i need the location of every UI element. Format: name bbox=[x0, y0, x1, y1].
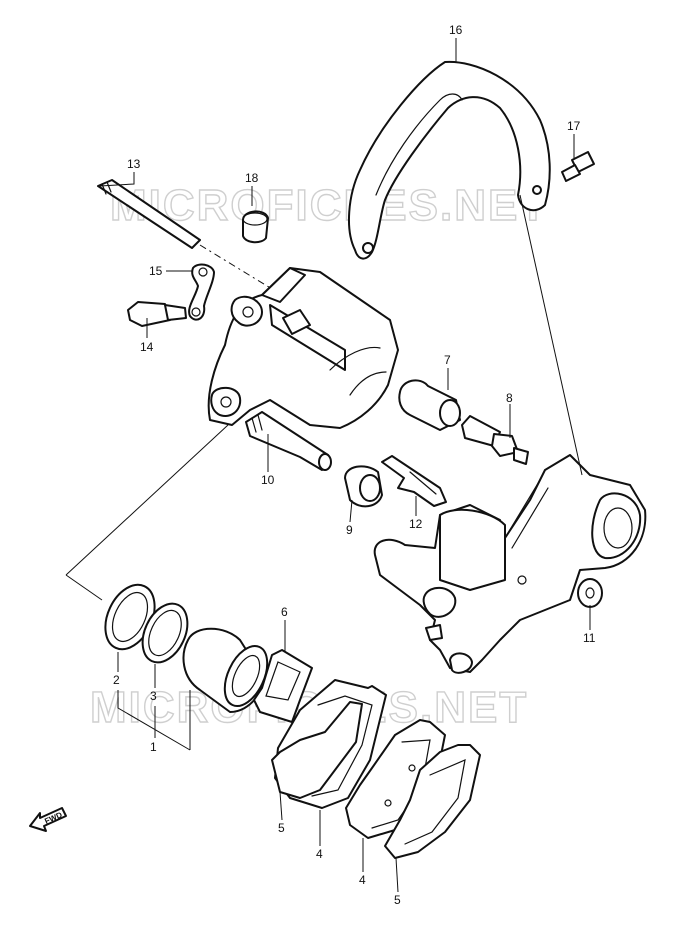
callout-9: 9 bbox=[346, 523, 353, 537]
callout-11: 11 bbox=[583, 631, 596, 645]
leader-lines bbox=[99, 38, 591, 893]
callout-6: 6 bbox=[281, 605, 288, 619]
part-16-bracket bbox=[347, 60, 551, 260]
callout-4a: 4 bbox=[316, 847, 323, 861]
part-18-cap bbox=[242, 210, 269, 244]
part-9-grommet bbox=[344, 465, 383, 508]
seal-to-caliper-line bbox=[65, 424, 229, 576]
callout-7: 7 bbox=[444, 353, 451, 367]
watermark-top: MICROFICHES.NET bbox=[110, 181, 548, 230]
piston bbox=[182, 627, 269, 713]
callout-5b: 5 bbox=[394, 893, 401, 907]
callout-14: 14 bbox=[140, 340, 154, 354]
fwd-label: FWD bbox=[43, 810, 64, 826]
caliper-body bbox=[207, 267, 399, 429]
callout-5a: 5 bbox=[278, 821, 285, 835]
part-11-washer bbox=[577, 578, 603, 608]
callout-8: 8 bbox=[506, 391, 513, 405]
part-14-bleeder-valve bbox=[127, 301, 187, 327]
callout-13: 13 bbox=[127, 157, 141, 171]
part-3-seal bbox=[141, 602, 189, 664]
callout-16: 16 bbox=[449, 23, 463, 37]
part-5-shim-left bbox=[271, 701, 363, 799]
part-8-bolt bbox=[461, 415, 529, 465]
part-12-pad-spring bbox=[381, 455, 447, 507]
callout-17: 17 bbox=[567, 119, 581, 133]
callout-4b: 4 bbox=[359, 873, 366, 887]
callout-10: 10 bbox=[261, 473, 275, 487]
seal-to-caliper-line-b bbox=[65, 574, 103, 601]
part-7-bushing bbox=[398, 379, 461, 431]
callout-12: 12 bbox=[409, 517, 423, 531]
bracket-to-caliper-line bbox=[519, 194, 583, 476]
callout-numbers: 1 2 3 4 4 5 5 6 7 8 9 10 11 12 13 14 15 … bbox=[113, 23, 596, 907]
part-17-bolt bbox=[561, 151, 595, 182]
part-5-shim-right bbox=[384, 744, 481, 859]
caliper-bracket bbox=[373, 454, 647, 674]
callout-2: 2 bbox=[113, 673, 120, 687]
part-15-bleeder-cap bbox=[188, 263, 215, 321]
callout-18: 18 bbox=[245, 171, 259, 185]
fwd-arrow-icon: FWD bbox=[29, 807, 67, 832]
callout-15: 15 bbox=[149, 264, 163, 278]
callout-3: 3 bbox=[150, 689, 157, 703]
callout-1: 1 bbox=[150, 740, 157, 754]
part-10-slide-pin bbox=[245, 411, 332, 471]
